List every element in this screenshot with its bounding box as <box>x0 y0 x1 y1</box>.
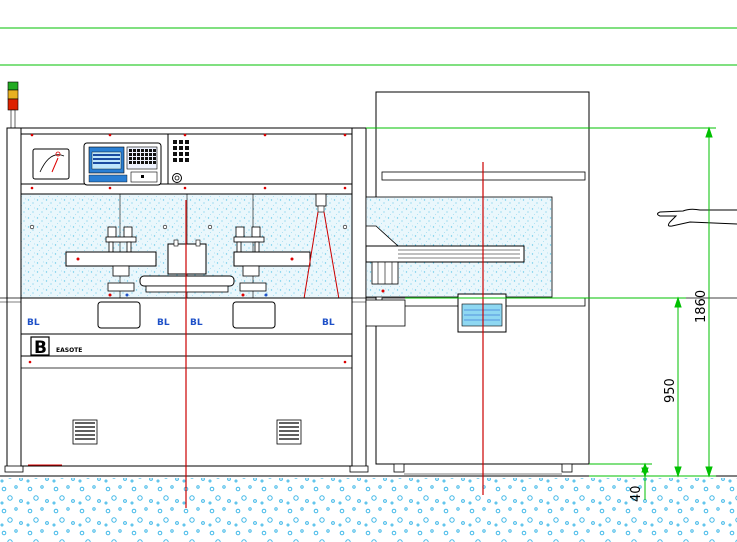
hmi-keypad-grid <box>129 149 156 164</box>
laser-sensor <box>302 193 341 306</box>
panel-logo-marks: BL BL BL BL <box>27 318 335 328</box>
center-press-plate <box>139 239 235 293</box>
floor-ground <box>0 475 737 542</box>
brand-name: EASOTE <box>56 347 82 354</box>
dimension-label-1860: 1860 <box>694 290 709 323</box>
left-press-head <box>65 226 157 292</box>
panel-logo-1: BL <box>27 318 40 328</box>
panel-logo-2: BL <box>157 318 170 328</box>
dimension-label-950: 950 <box>663 378 678 403</box>
border-lines <box>0 27 737 66</box>
pressure-gauge <box>32 148 70 180</box>
brand-mark: B <box>34 338 47 358</box>
vent-grille-left <box>72 419 98 445</box>
side-window-unit <box>457 293 507 333</box>
dimension-label-40: 40 <box>629 485 644 502</box>
panel-logo-4: BL <box>322 318 335 328</box>
conveyor-arm <box>365 225 525 327</box>
dimension-lines <box>366 126 716 500</box>
keypad-and-knob <box>167 134 189 184</box>
signal-tower-light <box>7 81 19 129</box>
dimension-labels: 1860 950 40 <box>629 290 709 502</box>
operator-hand-outline <box>657 208 737 227</box>
right-press-head <box>233 226 311 292</box>
panel-logo-3: BL <box>190 318 203 328</box>
vent-grille-right <box>276 419 302 445</box>
hmi-control-panel <box>83 142 162 186</box>
